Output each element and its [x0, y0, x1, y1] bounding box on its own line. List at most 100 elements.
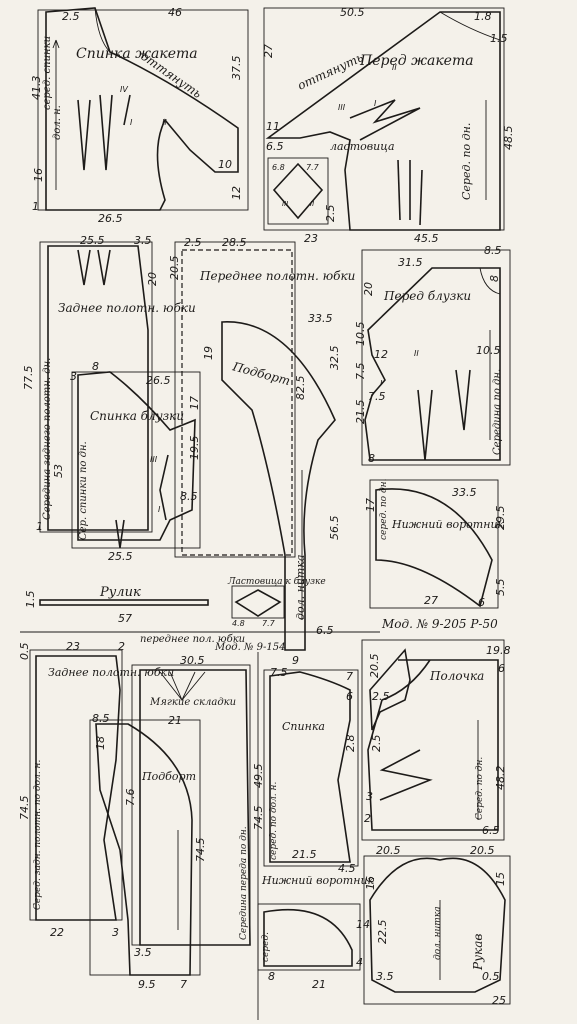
label-centre-back: серед. спинки: [42, 36, 53, 110]
measure-value: 50.5: [340, 6, 365, 19]
label-model-b: Мод. № 9-205 Р-50: [381, 617, 498, 631]
label-grain-line: дол. н.: [52, 105, 63, 140]
measure-value: 23: [66, 640, 80, 653]
measure-value: 53: [52, 464, 65, 478]
measure-value: 2.8: [344, 735, 357, 753]
measure-value: 74.5: [18, 796, 31, 821]
roman-label: I: [158, 505, 161, 514]
piece-shelf: [361, 639, 505, 841]
measure-value: 6.5: [316, 624, 334, 637]
measure-value: 31.5: [398, 256, 423, 269]
measure-value: 0.5: [18, 643, 31, 661]
label-facing: Подборт: [230, 359, 291, 388]
label-sleeve: Рукав: [471, 934, 485, 971]
label-facing-2: Подборт: [141, 770, 196, 783]
measure-value: 26.5: [146, 374, 171, 387]
measure-value: 6: [498, 662, 505, 675]
measure-value: 14: [356, 918, 370, 931]
label-centre-back-2: серед. по дол. н.: [269, 782, 279, 860]
measure-value: 56.5: [328, 516, 341, 541]
measure-value: 1: [36, 520, 43, 533]
label-back-2: Спинка: [282, 720, 325, 733]
measure-value: 8: [268, 970, 275, 983]
measure-value: 8: [488, 275, 501, 282]
measure-value: 1.8: [474, 10, 492, 23]
piece-piping: [39, 599, 209, 606]
measure-value: 11: [266, 120, 280, 133]
roman-label: II: [392, 63, 397, 72]
label-back-skirt: Заднее полотн. юбки: [58, 301, 196, 315]
measure-value: 0.5: [482, 970, 500, 983]
measure-value: 32.5: [328, 346, 341, 371]
measure-value: 30.5: [180, 654, 205, 667]
roman-label: III: [282, 200, 288, 208]
measure-value: 8.5: [92, 712, 110, 725]
piece-front-jacket: [263, 7, 505, 231]
measure-value: 45.5: [414, 232, 439, 245]
measure-value: 49.5: [252, 764, 265, 789]
measure-value: 20.5: [368, 654, 381, 679]
label-lower-collar: Нижний воротник: [391, 518, 505, 531]
measure-value: 2.5: [370, 735, 383, 753]
measure-value: 21: [168, 714, 182, 727]
label-blouse-gusset: Ластовица к блузке: [227, 576, 326, 587]
measure-value: 25.5: [80, 234, 105, 247]
measure-value: 20.5: [168, 256, 181, 281]
measure-value: 19.5: [188, 436, 201, 461]
label-centre-lower-collar: серед. по дн.: [379, 478, 389, 540]
measure-value: 7: [346, 670, 353, 683]
roman-label: I: [380, 379, 383, 388]
roman-label: III: [150, 455, 158, 464]
measure-value: 2.5: [184, 236, 202, 249]
measure-value: 4: [356, 956, 363, 969]
measure-value: 28.5: [222, 236, 247, 249]
label-front-blouse: Перед блузки: [383, 289, 471, 303]
piece-lower-collar-2: [257, 903, 361, 971]
measure-value: 3: [70, 370, 77, 383]
measure-value: 8: [368, 452, 375, 465]
measurement-numbers: 2.5 46 41.3 37.5 16 10 12 26.5 1 50.5 1.…: [18, 6, 515, 1007]
measure-value: 16: [32, 168, 45, 182]
measure-value: 26.5: [98, 212, 123, 225]
measure-value: 7.5: [270, 666, 288, 679]
measure-value: 10.5: [354, 322, 367, 347]
measure-value: 25: [492, 994, 506, 1007]
label-centre-back-skirt-2: Серед. задн. полотн. по дол. н.: [33, 760, 43, 910]
measure-value: 23: [304, 232, 318, 245]
label-centre-collar-2: серед.: [261, 932, 271, 962]
measure-value: 33.5: [452, 486, 477, 499]
measure-value: 12: [230, 186, 243, 200]
measure-value: 8.5: [180, 490, 198, 503]
measure-value: 20.5: [376, 844, 401, 857]
measure-value: 6.5: [482, 824, 500, 837]
roman-label: IV: [120, 85, 128, 94]
piece-back-skirt-2: [29, 649, 123, 921]
roman-label: II: [414, 349, 419, 358]
measure-value: 3: [366, 790, 373, 803]
measure-value: 2.5: [372, 690, 390, 703]
label-centre-shelf: Серед. по дн.: [475, 757, 485, 820]
measure-value: 8: [92, 360, 99, 373]
measure-value: 7.5: [368, 390, 386, 403]
piece-back-jacket: [37, 7, 249, 211]
label-centre-back-blouse: Сер. спинки по дн.: [78, 441, 89, 540]
measure-value: 18: [94, 736, 107, 750]
measure-value: 2: [364, 812, 371, 825]
label-pull-front: оттянуть: [295, 50, 365, 93]
measure-value: 77.5: [22, 366, 35, 391]
measure-value: 20: [362, 282, 375, 296]
roman-label: I: [374, 99, 377, 108]
roman-label: II: [162, 118, 167, 127]
measure-value: 48.5: [502, 126, 515, 151]
measure-value: 7.5: [354, 363, 367, 381]
label-back-jacket: Спинка жакета: [76, 46, 198, 62]
measure-value: 1.5: [24, 591, 37, 609]
measure-value: 16: [364, 876, 377, 890]
label-model-a: Мод. № 9-154: [214, 642, 285, 653]
measure-value: 7.6: [124, 789, 137, 807]
roman-label: I: [130, 118, 133, 127]
measure-value: 41.3: [30, 76, 43, 101]
label-centre-front-blouse: Середина по дн.: [492, 369, 503, 455]
measure-value: 1: [32, 200, 39, 213]
measure-value: 25.5: [108, 550, 133, 563]
